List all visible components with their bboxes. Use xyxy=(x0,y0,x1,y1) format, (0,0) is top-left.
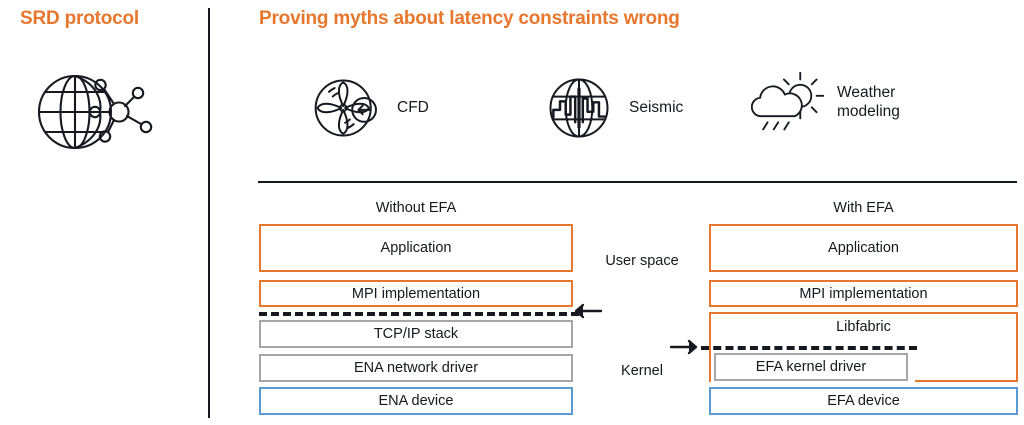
section-divider xyxy=(258,181,1017,183)
stack-heading-with-efa: With EFA xyxy=(833,200,894,216)
cloud-sun-rain-icon xyxy=(750,71,825,131)
layer-box-mpi-implementation-without-efa: MPI implementation xyxy=(259,280,573,307)
globe-network-icon xyxy=(37,74,153,150)
left-panel: SRD protocol xyxy=(0,0,209,425)
panel-divider xyxy=(208,8,210,418)
layer-box-application-with-efa: Application xyxy=(709,224,1018,272)
workload-list: CFD Seismic xyxy=(259,62,1019,162)
stack-heading-without-efa: Without EFA xyxy=(375,200,457,216)
boundary-arrow-right-icon xyxy=(669,339,698,355)
boundary-arrow-left-icon xyxy=(574,303,603,319)
workload-label-seismic: Seismic xyxy=(629,99,684,117)
workload-item-weather-modeling: Weather modeling xyxy=(749,64,900,140)
layer-box-application-without-efa: Application xyxy=(259,224,573,272)
user-space-label: User space xyxy=(605,253,679,269)
workload-item-cfd: CFD xyxy=(309,70,429,146)
kernel-label: Kernel xyxy=(621,363,663,379)
srd-protocol-title: SRD protocol xyxy=(20,8,139,29)
workload-label-weather-modeling: Weather modeling xyxy=(837,83,900,120)
layer-box-efa-device: EFA device xyxy=(709,387,1018,415)
layer-box-ena-network-driver: ENA network driver xyxy=(259,354,573,382)
main-title: Proving myths about latency constraints … xyxy=(259,8,680,29)
fan-arrow-icon xyxy=(314,79,377,137)
workload-item-seismic: Seismic xyxy=(541,70,683,146)
layer-box-mpi-implementation-with-efa: MPI implementation xyxy=(709,280,1018,307)
globe-waveform-icon xyxy=(549,78,609,138)
layer-box-tcp-ip-stack: TCP/IP stack xyxy=(259,320,573,348)
kernel-boundary-dashed-line-without-efa xyxy=(259,312,579,316)
workload-label-cfd: CFD xyxy=(397,99,429,117)
kernel-boundary-dashed-line-with-efa xyxy=(701,346,917,350)
layer-box-efa-kernel-driver: EFA kernel driver xyxy=(714,353,908,381)
layer-box-ena-device: ENA device xyxy=(259,387,573,415)
